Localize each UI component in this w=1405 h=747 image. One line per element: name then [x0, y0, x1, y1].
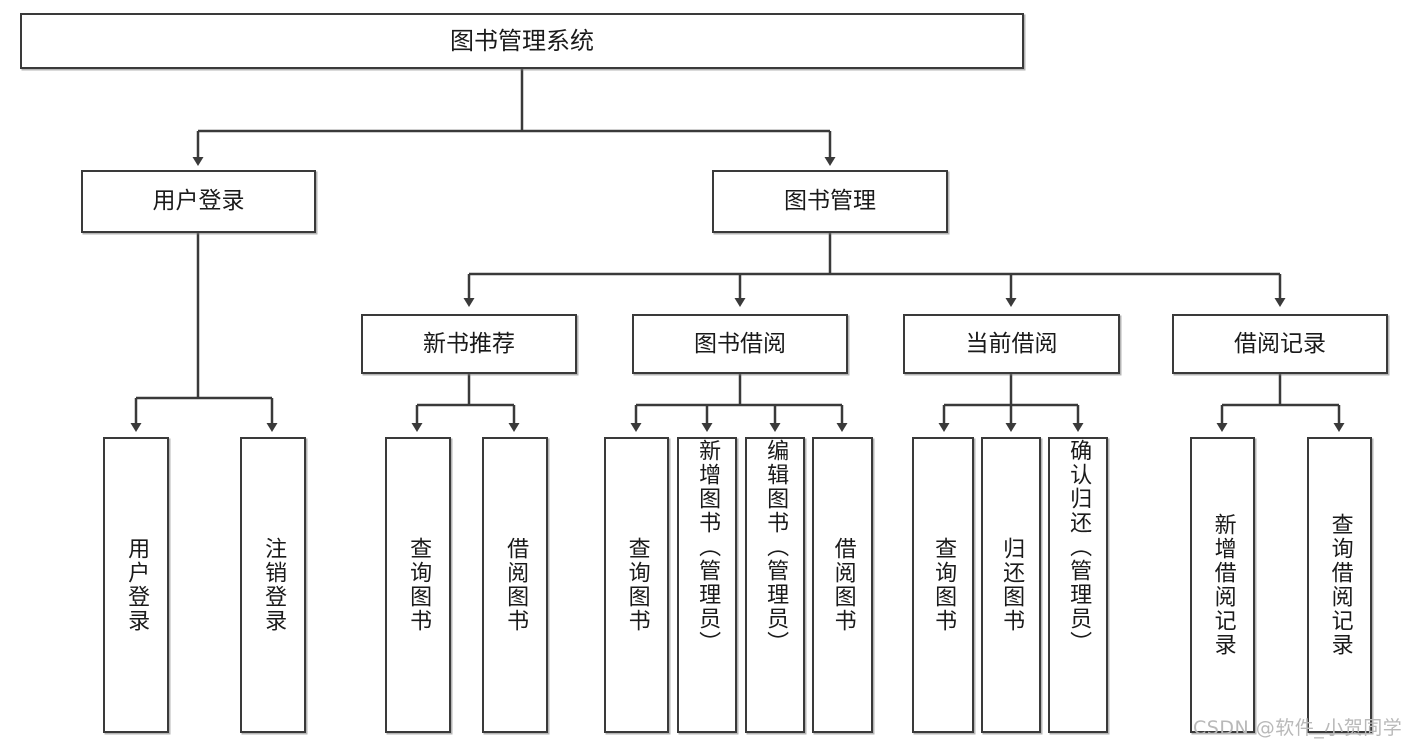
- node-label: 查询图书: [624, 537, 650, 633]
- node-label: 借阅图书: [503, 537, 529, 633]
- node-new-book-rec[interactable]: 新书推荐: [361, 314, 577, 374]
- node-leaf-book-borrow-3[interactable]: 编辑图书（管理员）: [745, 437, 805, 733]
- node-current-borrow[interactable]: 当前借阅: [903, 314, 1120, 374]
- node-label: 编辑图书（管理员）: [763, 439, 789, 655]
- node-label: 归还图书: [999, 537, 1025, 633]
- node-label: 新增借阅记录: [1210, 513, 1236, 657]
- node-label: 确认归还（管理员）: [1066, 439, 1092, 655]
- node-label: 注销登录: [261, 537, 287, 633]
- node-leaf-current-borrow-3[interactable]: 确认归还（管理员）: [1048, 437, 1108, 733]
- node-label: 当前借阅: [965, 330, 1058, 357]
- node-root[interactable]: 图书管理系统: [20, 13, 1024, 69]
- node-label: 图书管理: [784, 188, 876, 215]
- node-label: 借阅图书: [830, 537, 856, 633]
- node-label: 新书推荐: [423, 330, 515, 357]
- node-book-manage[interactable]: 图书管理: [712, 170, 948, 233]
- node-leaf-book-borrow-1[interactable]: 查询图书: [604, 437, 669, 733]
- node-label: 用户登录: [124, 537, 150, 633]
- node-label: 用户登录: [152, 188, 245, 215]
- node-label: 借阅记录: [1234, 330, 1326, 357]
- node-leaf-user-login-2[interactable]: 注销登录: [240, 437, 306, 733]
- node-label: 图书管理系统: [450, 27, 594, 55]
- node-book-borrow[interactable]: 图书借阅: [632, 314, 848, 374]
- node-leaf-borrow-record-2[interactable]: 查询借阅记录: [1307, 437, 1372, 733]
- node-borrow-record[interactable]: 借阅记录: [1172, 314, 1388, 374]
- node-leaf-new-book-rec-2[interactable]: 借阅图书: [482, 437, 548, 733]
- node-leaf-current-borrow-2[interactable]: 归还图书: [981, 437, 1041, 733]
- node-leaf-new-book-rec-1[interactable]: 查询图书: [385, 437, 451, 733]
- node-user-login[interactable]: 用户登录: [81, 170, 316, 233]
- node-leaf-borrow-record-1[interactable]: 新增借阅记录: [1190, 437, 1255, 733]
- node-leaf-current-borrow-1[interactable]: 查询图书: [912, 437, 974, 733]
- node-label: 查询图书: [931, 537, 957, 633]
- node-leaf-book-borrow-2[interactable]: 新增图书（管理员）: [677, 437, 737, 733]
- node-label: 新增图书（管理员）: [695, 439, 721, 655]
- node-label: 查询图书: [406, 537, 432, 633]
- node-leaf-book-borrow-4[interactable]: 借阅图书: [812, 437, 873, 733]
- node-leaf-user-login-1[interactable]: 用户登录: [103, 437, 169, 733]
- node-label: 查询借阅记录: [1327, 513, 1353, 657]
- node-label: 图书借阅: [694, 330, 786, 357]
- watermark: CSDN @软件_小贺同学: [1193, 717, 1403, 739]
